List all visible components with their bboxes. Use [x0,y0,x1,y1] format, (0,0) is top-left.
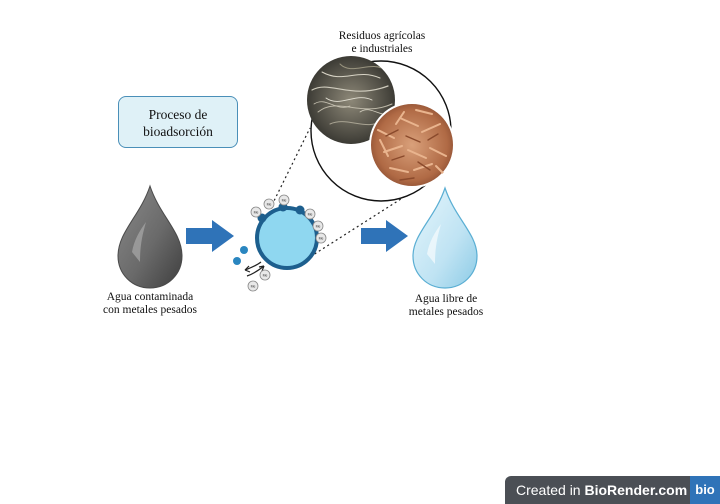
biorender-watermark[interactable]: Created in BioRender.com bio [505,476,720,504]
process-label-line: bioadsorción [119,123,237,140]
metal-ion: Me [313,221,323,231]
contaminated-label-line: con metales pesados [88,304,212,317]
clean-label-line: metales pesados [394,306,498,319]
metal-ion: Me [260,270,270,280]
waste-label-line: Residuos agrícolas [326,30,438,43]
process-label-line: Proceso de [119,106,237,123]
svg-text:Me: Me [316,225,321,229]
watermark-prefix: Created in [516,482,584,498]
metal-ion: Me [264,199,274,209]
svg-text:Me: Me [251,285,256,289]
svg-text:Me: Me [319,237,324,241]
metal-ion: Me [305,209,315,219]
zoom-line [272,128,310,205]
watermark-text: Created in BioRender.com [516,476,687,504]
process-label-box: Proceso de bioadsorción [118,96,238,148]
contaminated-label-line: Agua contaminada [88,291,212,304]
arrow-right-icon [186,220,234,252]
svg-text:Me: Me [263,274,268,278]
svg-text:Me: Me [267,203,272,207]
free-metal-ions [233,246,248,265]
contaminated-water-drop [118,186,182,288]
clean-label-line: Agua libre de [394,293,498,306]
industrial-residue-photo [370,103,454,187]
biorender-logo-icon: bio [690,476,720,504]
waste-label: Residuos agrícolas e industriales [326,30,438,56]
clean-water-label: Agua libre de metales pesados [394,293,498,319]
waste-label-line: e industriales [326,43,438,56]
arrow-right-icon [361,220,408,252]
metal-ion: Me [248,281,258,291]
contaminated-water-label: Agua contaminada con metales pesados [88,291,212,317]
svg-text:Me: Me [282,199,287,203]
svg-text:Me: Me [308,213,313,217]
metal-ion: Me [279,195,289,205]
metal-ion: Me [251,207,261,217]
svg-text:Me: Me [254,211,259,215]
metal-ion: Me [316,233,326,243]
watermark-brand: BioRender.com [584,482,687,498]
clean-water-drop [413,188,477,288]
